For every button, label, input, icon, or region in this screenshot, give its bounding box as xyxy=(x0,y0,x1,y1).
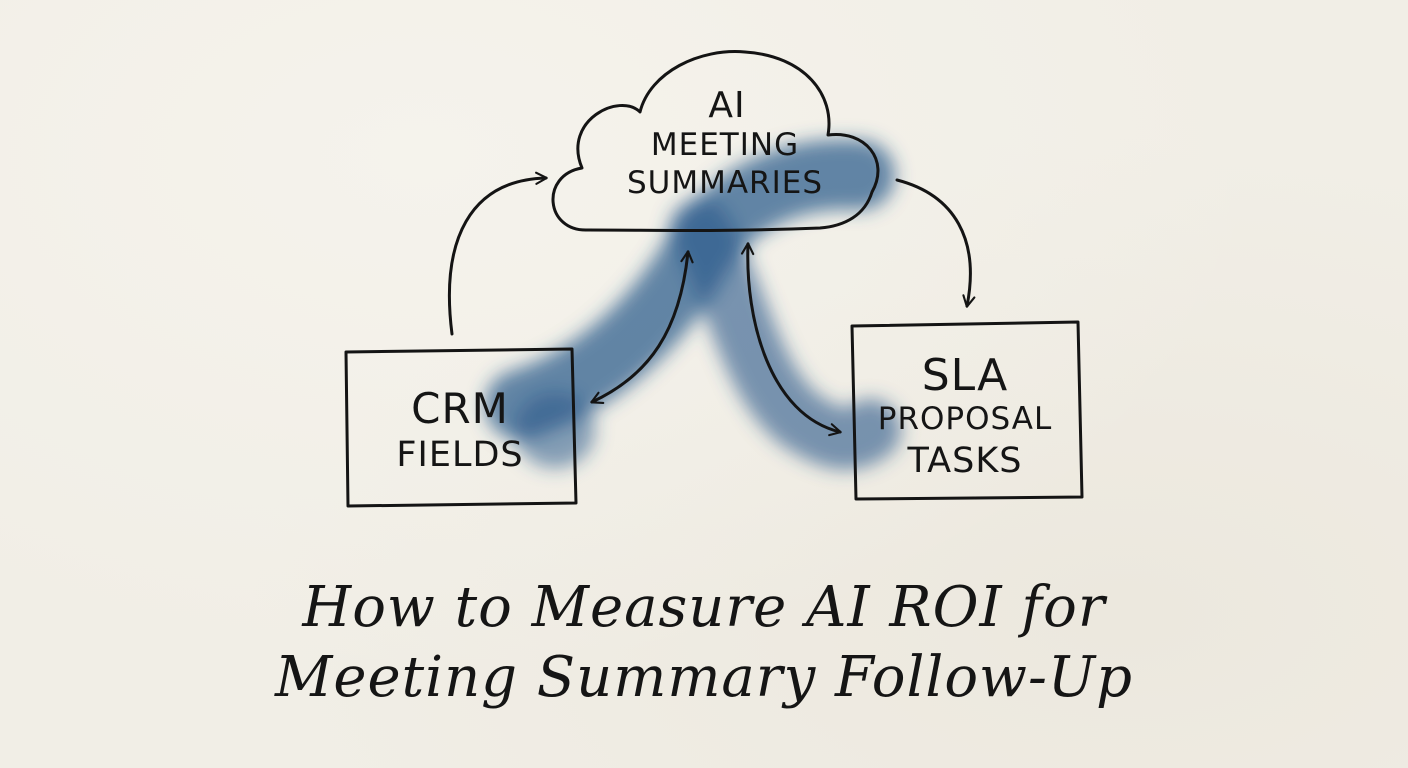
arrow-cloud-to-sla xyxy=(895,178,976,308)
sla-label-line1: SLA xyxy=(921,350,1009,401)
crm-label-line2: FIELDS xyxy=(396,435,524,475)
arrow-crm-to-cloud xyxy=(447,171,548,336)
sla-box-outline xyxy=(850,320,1084,501)
arrow-cloud-sla-bidirectional xyxy=(740,242,842,437)
sla-label-line3: TASKS xyxy=(907,441,1023,481)
page-title-line1: How to Measure AI ROI for xyxy=(302,575,1106,640)
cloud-label-line2: MEETING xyxy=(650,127,800,163)
crm-label-line1: CRM xyxy=(411,384,509,433)
crm-box-outline xyxy=(344,347,578,508)
watercolor-stroke-right xyxy=(669,199,901,470)
arrow-crm-cloud-bidirectional xyxy=(590,250,694,404)
cloud-outline xyxy=(551,50,880,232)
cloud-label-line3: SUMMARIES xyxy=(626,165,823,201)
cloud-label-line1: AI xyxy=(708,85,746,126)
page-title-line2: Meeting Summary Follow-Up xyxy=(275,645,1133,710)
sla-label-line2: PROPOSAL xyxy=(877,401,1053,437)
